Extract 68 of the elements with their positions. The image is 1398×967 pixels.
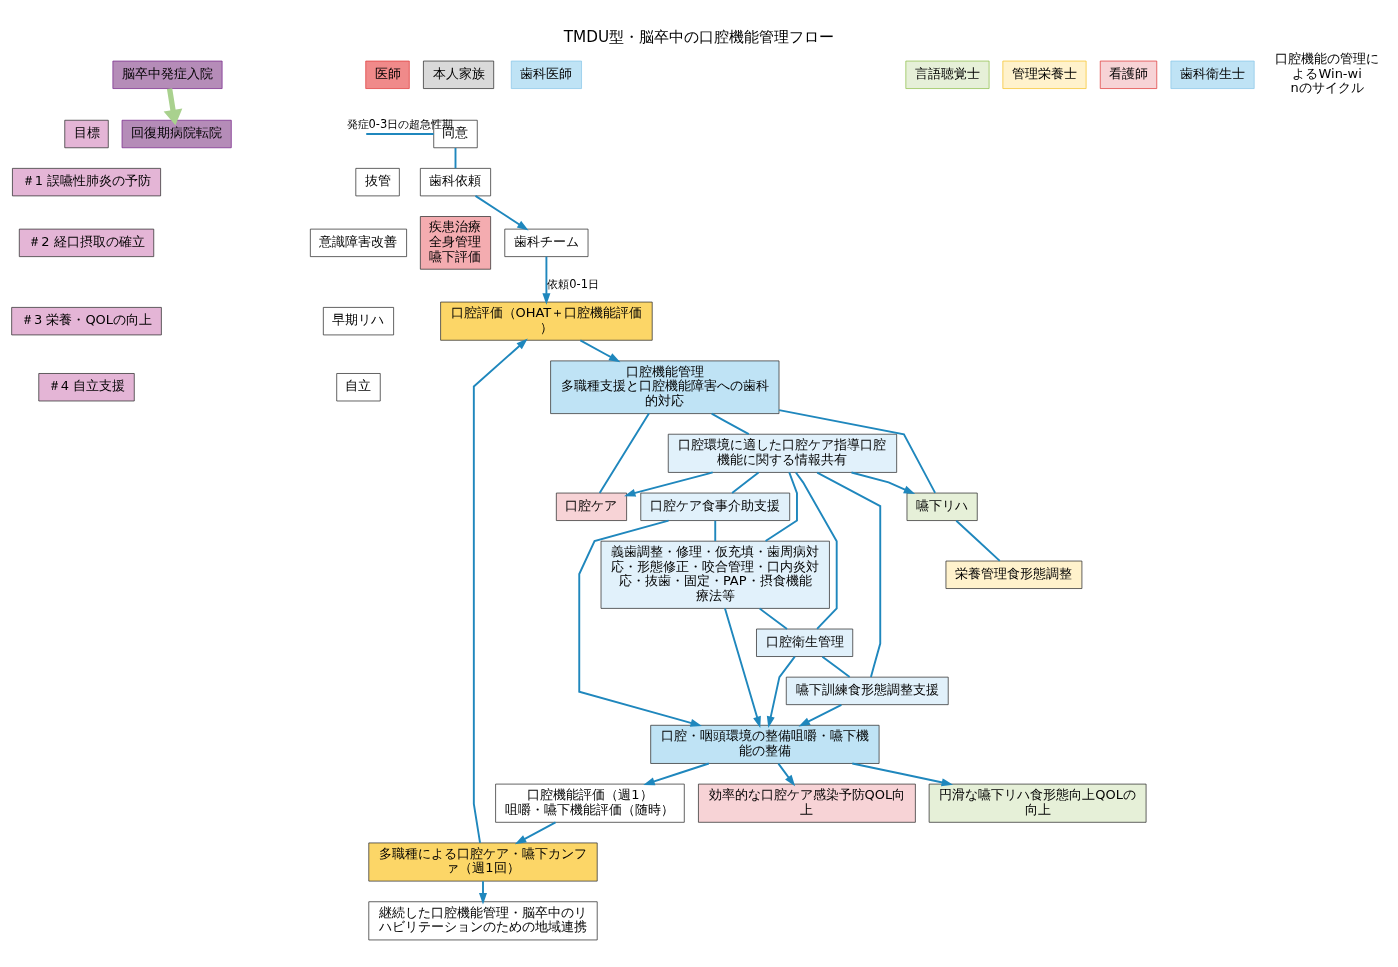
connector bbox=[454, 147, 457, 170]
node-box: 栄養管理食形態調整 bbox=[945, 560, 1083, 589]
arrow bbox=[766, 655, 796, 728]
edge-label: 依頼0-1日 bbox=[547, 277, 599, 292]
node-box: 管理栄養士 bbox=[1002, 60, 1087, 89]
node-box: 口腔評価（OHAT＋口腔機能評価） bbox=[440, 301, 653, 341]
node-box: 口腔衛生管理 bbox=[756, 628, 854, 657]
arrow bbox=[777, 762, 796, 787]
node-box: ＃2 経口摂取の確立 bbox=[18, 228, 155, 257]
arrow bbox=[724, 607, 761, 728]
node-box: 効率的な口腔ケア感染予防QOL向上 bbox=[698, 783, 916, 823]
node-box: 円滑な嚥下リハ食形態向上QOLの向上 bbox=[928, 783, 1147, 823]
connector bbox=[816, 471, 882, 678]
connector bbox=[764, 471, 798, 543]
node-box: 歯科チーム bbox=[504, 228, 589, 257]
node-box: 歯科依頼 bbox=[420, 168, 491, 197]
node-box: 抜管 bbox=[355, 168, 400, 197]
node-box: 継続した口腔機能管理・脳卒中のリハビリテーションのための地域連携 bbox=[368, 901, 598, 941]
arrow bbox=[542, 255, 551, 305]
arrow bbox=[850, 471, 916, 495]
node-box: 歯科医師 bbox=[510, 60, 582, 89]
node-box: 本人家族 bbox=[423, 60, 495, 89]
node-box: 意識障害改善 bbox=[309, 228, 407, 257]
connector bbox=[955, 519, 1001, 562]
node-box: 口腔機能評価（週1） 咀嚼・嚥下機能評価（随時） bbox=[495, 783, 685, 823]
arrow bbox=[474, 194, 529, 231]
node-box: 嚥下リハ bbox=[906, 492, 978, 521]
node-box: 口腔ケア食事介助支援 bbox=[640, 492, 791, 521]
diagram-title: TMDU型・脳卒中の口腔機能管理フロー bbox=[563, 28, 835, 47]
node-box: 言語聴覚士 bbox=[905, 60, 990, 89]
node-box: 義歯調整・修理・仮充填・歯周病対応・形態修正・咬合管理・口内炎対応・抜歯・固定・PAP・摂食機能療法等 bbox=[600, 540, 830, 609]
connector bbox=[598, 412, 650, 494]
node-box: 疾患治療 全身管理 嚥下評価 bbox=[420, 216, 491, 270]
node-box: ＃4 自立支援 bbox=[38, 373, 135, 402]
connector bbox=[714, 519, 717, 543]
connector bbox=[794, 471, 838, 630]
connector bbox=[365, 133, 435, 135]
node-box: 脳卒中発症入院 bbox=[112, 60, 223, 89]
connector bbox=[758, 607, 788, 630]
arrow bbox=[479, 880, 487, 905]
connector bbox=[778, 409, 937, 494]
node-box: 回復期病院転院 bbox=[121, 119, 232, 149]
connector bbox=[821, 655, 851, 678]
arrow bbox=[163, 88, 183, 126]
arrow bbox=[472, 338, 528, 844]
node-box: 多職種による口腔ケア・嚥下カンファ（週1回） bbox=[368, 842, 598, 882]
node-box: 自立 bbox=[336, 373, 381, 402]
node-box: 口腔機能管理 多職種支援と口腔機能障害への歯科的対応 bbox=[550, 360, 780, 414]
label: 口腔機能の管理によるWin-winのサイクル bbox=[1275, 51, 1380, 96]
arrow bbox=[643, 762, 710, 786]
node-box: ＃3 栄養・QOLの向上 bbox=[11, 307, 162, 336]
node-box: 早期リハ bbox=[322, 307, 394, 336]
node-box: 目標 bbox=[64, 119, 109, 149]
node-box: 口腔ケア bbox=[555, 492, 627, 521]
node-box: 口腔環境に適した口腔ケア指導口腔機能に関する情報共有 bbox=[667, 433, 898, 473]
node-box: 医師 bbox=[365, 60, 410, 89]
arrow bbox=[579, 339, 621, 363]
arrow bbox=[624, 471, 714, 497]
node-box: 嚥下訓練食形態調整支援 bbox=[785, 676, 949, 706]
node-box: 口腔・咽頭環境の整備咀嚼・嚥下機能の整備 bbox=[650, 724, 880, 764]
arrow bbox=[851, 762, 954, 787]
node-box: 看護師 bbox=[1099, 60, 1158, 89]
node-box: 歯科衛生士 bbox=[1170, 60, 1255, 89]
connector bbox=[710, 412, 750, 436]
arrow bbox=[514, 821, 557, 845]
connector bbox=[731, 471, 760, 494]
arrow bbox=[798, 703, 843, 727]
node-box: ＃1 誤嚥性肺炎の予防 bbox=[12, 168, 161, 197]
